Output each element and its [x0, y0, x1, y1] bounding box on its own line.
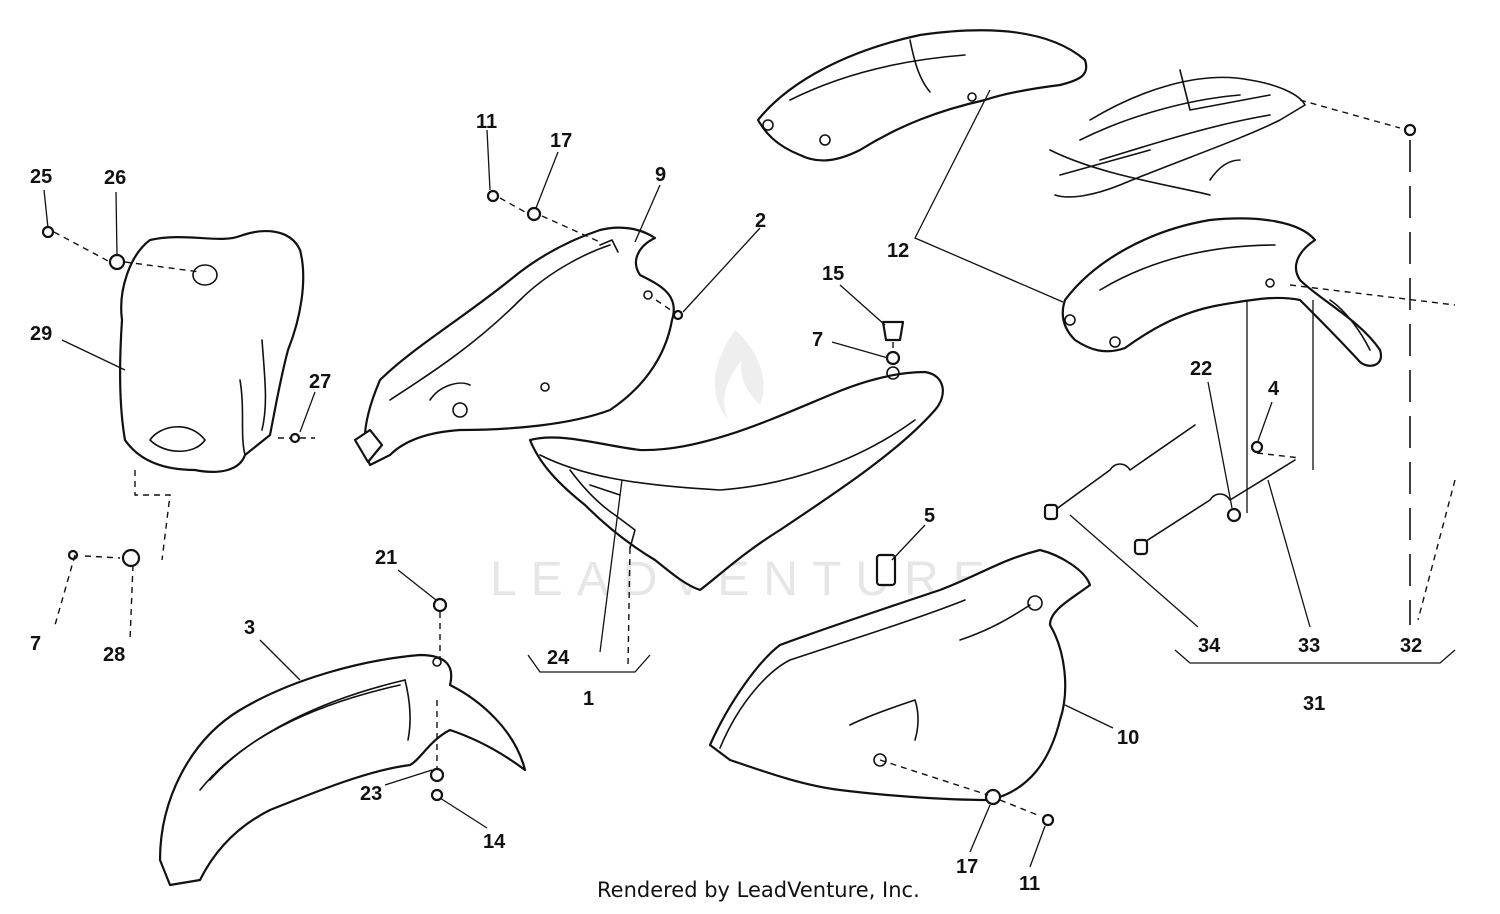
hardware: [41, 123, 1417, 827]
leader-lines: [43, 89, 1314, 868]
callout-7-mid: 7: [812, 329, 823, 351]
callout-14: 14: [483, 831, 506, 853]
callout-labels: 25 26 29 27 7 28 11 17 9 2 15 7 12 5 21 …: [30, 111, 1422, 895]
callout-32: 32: [1400, 635, 1422, 657]
callout-10: 10: [1117, 727, 1139, 749]
callout-22: 22: [1190, 358, 1212, 380]
callout-9: 9: [655, 164, 666, 186]
callout-11-bottom: 11: [1019, 873, 1040, 895]
callout-25: 25: [30, 166, 52, 188]
callout-17-top: 17: [550, 130, 572, 152]
callout-2: 2: [755, 210, 766, 232]
callout-28: 28: [103, 644, 125, 666]
callout-34: 34: [1198, 635, 1221, 657]
callout-23: 23: [360, 783, 382, 805]
seat-24: [528, 366, 944, 592]
footer-credit: Rendered by LeadVenture, Inc.: [597, 878, 920, 902]
side-cover-10: [708, 548, 1092, 802]
callout-5: 5: [924, 505, 935, 527]
callout-26: 26: [104, 167, 126, 189]
callout-15: 15: [822, 263, 844, 285]
callout-29: 29: [30, 323, 52, 345]
callout-12: 12: [887, 240, 909, 262]
watermark-text: LEADVENTURE: [490, 553, 999, 606]
callout-11-top: 11: [476, 111, 497, 133]
callout-33: 33: [1298, 635, 1320, 657]
callout-1: 1: [583, 688, 594, 710]
group-brackets: [527, 649, 1456, 673]
callout-7-left: 7: [30, 633, 41, 655]
rear-fender-upper: [756, 29, 1088, 162]
number-plate-29: [119, 230, 305, 473]
callout-27: 27: [309, 371, 331, 393]
callout-21: 21: [375, 547, 397, 569]
front-fender-3: [158, 653, 527, 887]
rear-fender-assembly: [1061, 217, 1383, 367]
callout-4: 4: [1268, 378, 1280, 400]
side-cover-9: [353, 226, 675, 467]
callout-24: 24: [547, 647, 570, 669]
callout-17-bottom: 17: [956, 856, 978, 878]
dashed-lines: [53, 99, 1456, 817]
callout-31: 31: [1303, 693, 1325, 715]
rear-carrier-frame: [1049, 69, 1306, 198]
callout-3: 3: [244, 617, 255, 639]
